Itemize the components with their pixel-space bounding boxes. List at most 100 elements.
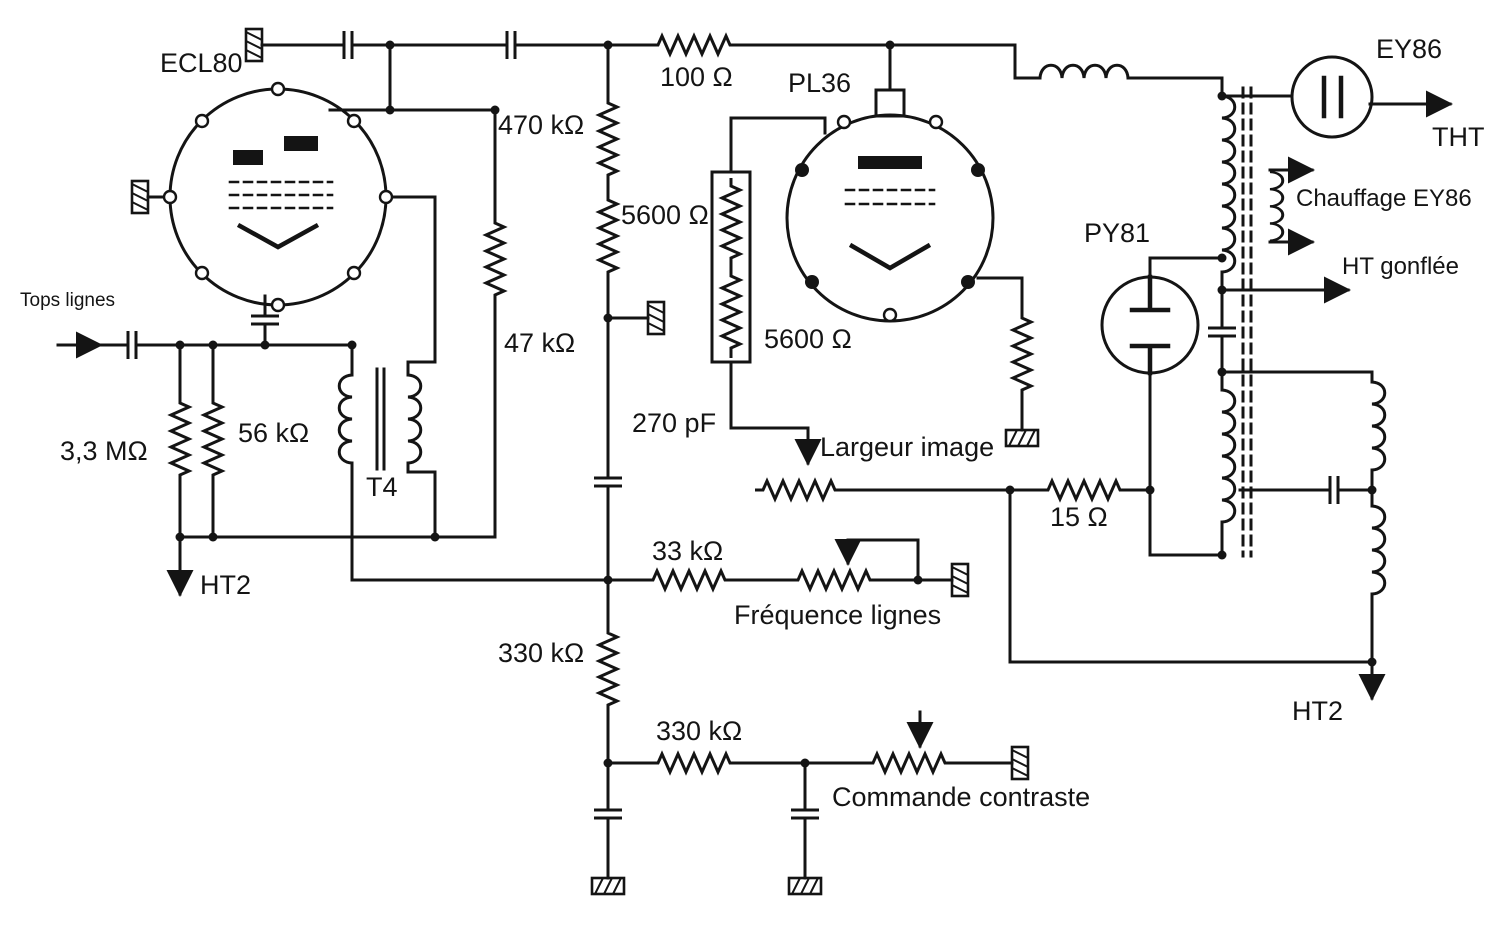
tube-pin — [194, 113, 210, 129]
junction-dot — [260, 340, 270, 350]
resistor-33k — [643, 569, 737, 591]
wire-network — [100, 43, 1374, 880]
wires-pl36-stage — [729, 116, 1152, 492]
resistor-470k — [597, 93, 619, 187]
tube-pin — [346, 265, 362, 281]
tube-pin-filled — [961, 275, 975, 289]
resistor-56k — [202, 393, 224, 487]
tube-pl36 — [785, 88, 995, 323]
wires-ecl80-stage — [100, 108, 610, 582]
junction-dot — [1217, 550, 1227, 560]
label-r-5600-droite: 5600 Ω — [764, 324, 852, 354]
pot-contraste-track — [863, 752, 957, 774]
capacitor-top-1 — [332, 29, 364, 61]
tube-pin — [194, 265, 210, 281]
resistor-5600-box — [710, 170, 752, 364]
grid-dashed — [228, 180, 334, 210]
junction-dot — [800, 758, 810, 768]
ground-bottom-right — [787, 876, 823, 896]
tube-pin — [270, 297, 286, 313]
resistor-100ohm — [648, 34, 742, 56]
junction-dot — [1217, 367, 1227, 377]
anode-plate — [284, 136, 318, 151]
junction-dot — [885, 40, 895, 50]
label-r-470k: 470 kΩ — [498, 110, 584, 140]
tube-pin — [162, 189, 178, 205]
tht-primary-coil-upper — [1220, 94, 1237, 186]
tube-pin — [346, 113, 362, 129]
label-largeur-image: Largeur image — [820, 432, 994, 462]
t4-secondary-coil — [406, 373, 423, 465]
label-t4: T4 — [366, 472, 398, 502]
choke-lower-coil — [1370, 504, 1387, 596]
junction-dot — [603, 575, 613, 585]
choke-upper-coil — [1370, 380, 1387, 472]
ground-ecl80 — [130, 179, 150, 215]
junction-dot — [603, 40, 613, 50]
label-r-56k: 56 kΩ — [238, 418, 309, 448]
tube-py81 — [1100, 274, 1200, 376]
label-commande-contraste: Commande contraste — [832, 782, 1090, 812]
junction-dot — [913, 575, 923, 585]
pot-largeur-track — [753, 479, 847, 501]
resistor-cathode-pl36 — [1011, 308, 1033, 402]
junction-dot — [1217, 91, 1227, 101]
resistor-5600-left — [597, 190, 619, 284]
label-py81: PY81 — [1084, 218, 1150, 248]
tube-pin-filled — [805, 275, 819, 289]
capacitor-boost — [1206, 316, 1238, 348]
tube-pin-filled — [795, 163, 809, 177]
label-tht: THT — [1432, 122, 1484, 152]
label-pl36: PL36 — [788, 68, 851, 98]
wires-top-bus — [260, 43, 1224, 112]
ground-top-left — [244, 27, 264, 63]
label-r-100: 100 Ω — [660, 62, 733, 92]
capacitor-decoupling-left — [592, 798, 624, 830]
label-r-3m3: 3,3 MΩ — [60, 436, 148, 466]
anode-top-cap — [874, 88, 906, 118]
cathode — [848, 242, 932, 271]
resistor-47k — [484, 213, 506, 307]
anode-plate — [233, 150, 263, 165]
label-r-330k-horizontal: 330 kΩ — [656, 716, 742, 746]
ground-contraste — [1010, 745, 1030, 781]
resistor-3m3 — [169, 393, 191, 487]
junction-dot — [1145, 485, 1155, 495]
t4-primary-coil — [337, 373, 354, 465]
pot-frequence-track — [788, 569, 882, 591]
anode-plate — [858, 156, 922, 169]
label-r-5600-gauche: 5600 Ω — [621, 200, 709, 230]
resistor-15ohm — [1038, 479, 1132, 501]
tube-pin — [836, 114, 852, 130]
tube-envelope — [785, 113, 995, 323]
wires-center-column — [606, 43, 1014, 880]
capacitor-decoupling-right — [789, 798, 821, 830]
tht-secondary-coil-upper — [1220, 388, 1237, 480]
label-r-47k: 47 kΩ — [504, 328, 575, 358]
resistor-330k-vertical — [597, 623, 619, 717]
junction-dot — [430, 532, 440, 542]
junction-dot — [1367, 657, 1377, 667]
label-r-330k-vertical: 330 kΩ — [498, 638, 584, 668]
labels: ECL80 Tops lignes 3,3 MΩ 56 kΩ T4 47 kΩ … — [20, 34, 1484, 812]
ground-bottom-left — [590, 876, 626, 896]
label-ey86: EY86 — [1376, 34, 1442, 64]
ground-pl36-cathode — [1004, 428, 1040, 448]
ground-frequence — [950, 562, 970, 598]
junction-dot — [1005, 485, 1015, 495]
junction-dot — [1217, 285, 1227, 295]
junction-dot — [1367, 485, 1377, 495]
diode-electrodes — [1321, 75, 1344, 119]
label-frequence-lignes: Fréquence lignes — [734, 600, 941, 630]
tube-pin — [378, 189, 394, 205]
coils — [337, 63, 1387, 596]
diode-electrodes — [1129, 274, 1171, 376]
junction-dot — [385, 40, 395, 50]
junction-dot — [208, 340, 218, 350]
label-ht2-gauche: HT2 — [200, 570, 251, 600]
resistor-5600-box-zigzag-1 — [720, 176, 742, 270]
label-c-270pf: 270 pF — [632, 408, 716, 438]
tube-pin — [882, 307, 898, 323]
resistor-5600-box-zigzag-2 — [720, 266, 742, 360]
